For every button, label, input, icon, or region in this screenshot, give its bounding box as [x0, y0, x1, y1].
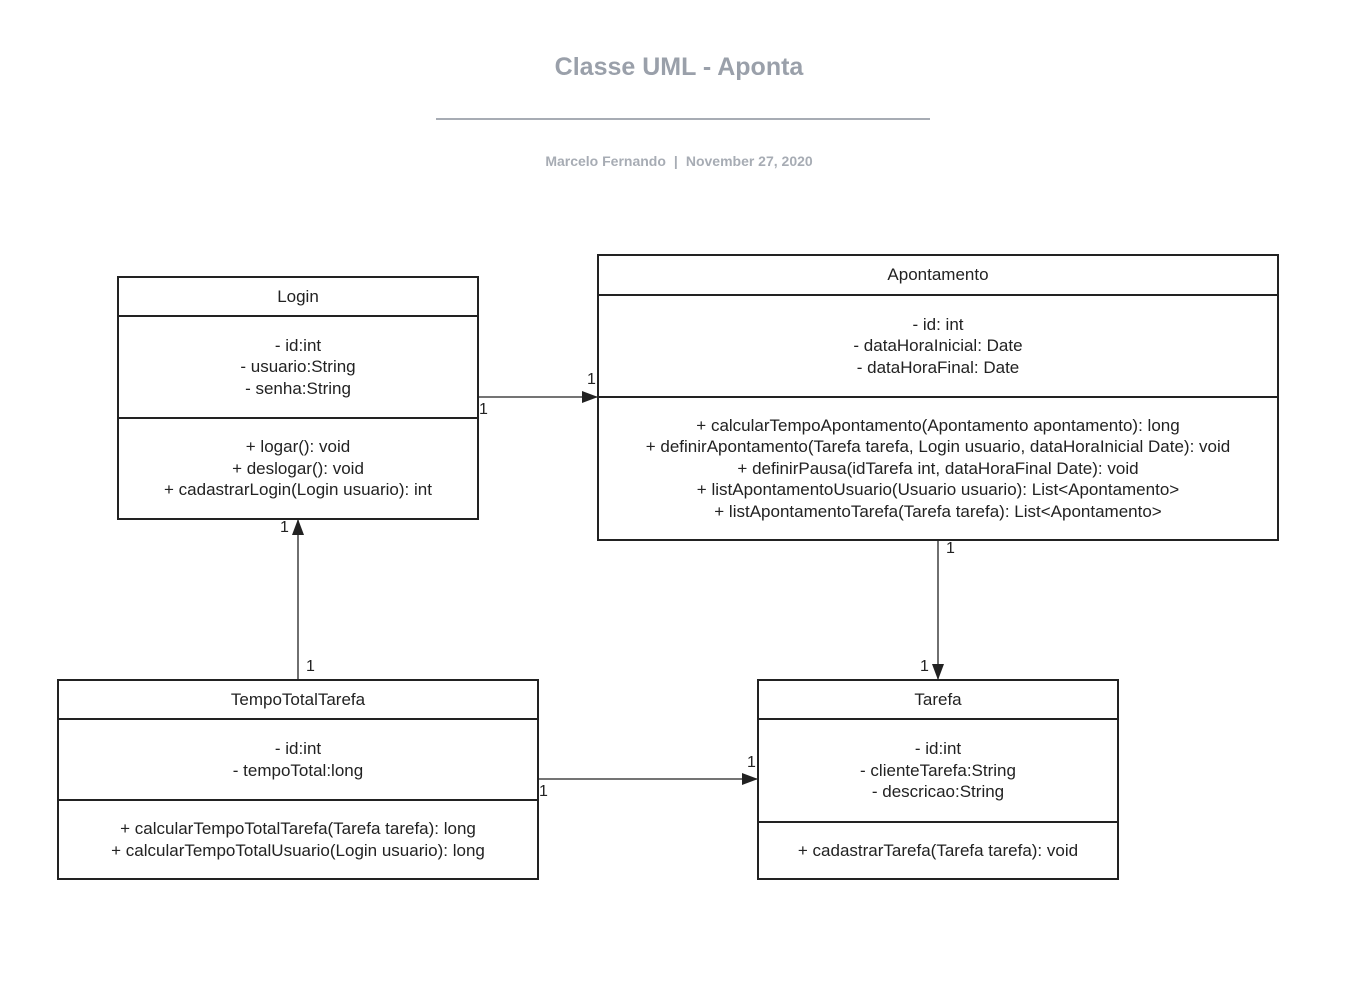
method-item: + definirPausa(idTarefa int, dataHoraFin…: [737, 458, 1139, 478]
class-apontamento[interactable]: Apontamento - id: int - dataHoraInicial:…: [597, 254, 1279, 541]
attribute-item: - dataHoraInicial: Date: [853, 336, 1023, 356]
attribute-item: - clienteTarefa:String: [860, 760, 1016, 780]
attribute-item: - usuario:String: [240, 357, 356, 377]
title-divider: [436, 118, 930, 120]
class-tempototaltarefa-attributes: - id:int - tempoTotal:long: [59, 718, 537, 799]
class-login-methods: + logar(): void + deslogar(): void + cad…: [119, 417, 477, 518]
class-tarefa-attributes: - id:int - clienteTarefa:String - descri…: [759, 718, 1117, 821]
attribute-item: - id:int: [914, 739, 962, 759]
multiplicity-login-source: 1: [479, 401, 488, 418]
class-apontamento-attributes: - id: int - dataHoraInicial: Date - data…: [599, 294, 1277, 396]
class-tempototaltarefa[interactable]: TempoTotalTarefa - id:int - tempoTotal:l…: [57, 679, 539, 880]
class-login[interactable]: Login - id:int - usuario:String - senha:…: [117, 276, 479, 520]
class-apontamento-name: Apontamento: [887, 265, 989, 285]
attribute-item: - senha:String: [245, 378, 351, 398]
multiplicity-login-target: 1: [280, 519, 289, 536]
attribute-item: - id:int: [274, 738, 322, 758]
method-item: + definirApontamento(Tarefa tarefa, Logi…: [645, 437, 1231, 457]
method-item: + calcularTempoTotalUsuario(Login usuari…: [111, 840, 485, 860]
multiplicity-apontamento-source: 1: [946, 540, 955, 557]
multiplicity-apontamento-target: 1: [587, 371, 596, 388]
method-item: + cadastrarLogin(Login usuario): int: [164, 480, 432, 500]
class-login-name: Login: [277, 286, 319, 306]
diagram-title: Classe UML - Aponta: [554, 53, 804, 81]
diagram-byline: Marcelo Fernando | November 27, 2020: [0, 153, 1352, 169]
class-tarefa-methods: + cadastrarTarefa(Tarefa tarefa): void: [759, 821, 1117, 878]
class-apontamento-methods: + calcularTempoApontamento(Apontamento a…: [599, 396, 1277, 539]
method-item: + calcularTempoApontamento(Apontamento a…: [696, 415, 1180, 435]
multiplicity-tempototal-source-right: 1: [539, 783, 548, 800]
method-item: + logar(): void: [245, 437, 351, 457]
author-name: Marcelo Fernando: [545, 153, 666, 169]
method-item: + listApontamentoUsuario(Usuario usuario…: [696, 480, 1180, 500]
multiplicity-tarefa-target: 1: [920, 658, 929, 675]
multiplicity-tempototal-source-up: 1: [306, 658, 315, 675]
attribute-item: - id: int: [912, 314, 964, 334]
class-tarefa-name: Tarefa: [914, 689, 962, 709]
attribute-item: - tempoTotal:long: [232, 760, 364, 780]
attribute-item: - dataHoraFinal: Date: [856, 357, 1020, 377]
class-tarefa[interactable]: Tarefa - id:int - clienteTarefa:String -…: [757, 679, 1119, 880]
attribute-item: - descricao:String: [871, 782, 1005, 802]
method-item: + cadastrarTarefa(Tarefa tarefa): void: [797, 840, 1079, 860]
method-item: + deslogar(): void: [232, 458, 364, 478]
diagram-date: November 27, 2020: [685, 153, 813, 169]
method-item: + listApontamentoTarefa(Tarefa tarefa): …: [714, 501, 1162, 521]
multiplicity-tarefa-target-left: 1: [747, 754, 756, 771]
attribute-item: - id:int: [274, 335, 322, 355]
class-tempototaltarefa-methods: + calcularTempoTotalTarefa(Tarefa tarefa…: [59, 799, 537, 878]
byline-separator: |: [673, 153, 678, 169]
method-item: + calcularTempoTotalTarefa(Tarefa tarefa…: [120, 818, 476, 838]
class-tempototaltarefa-name: TempoTotalTarefa: [230, 689, 366, 709]
class-login-attributes: - id:int - usuario:String - senha:String: [119, 315, 477, 417]
